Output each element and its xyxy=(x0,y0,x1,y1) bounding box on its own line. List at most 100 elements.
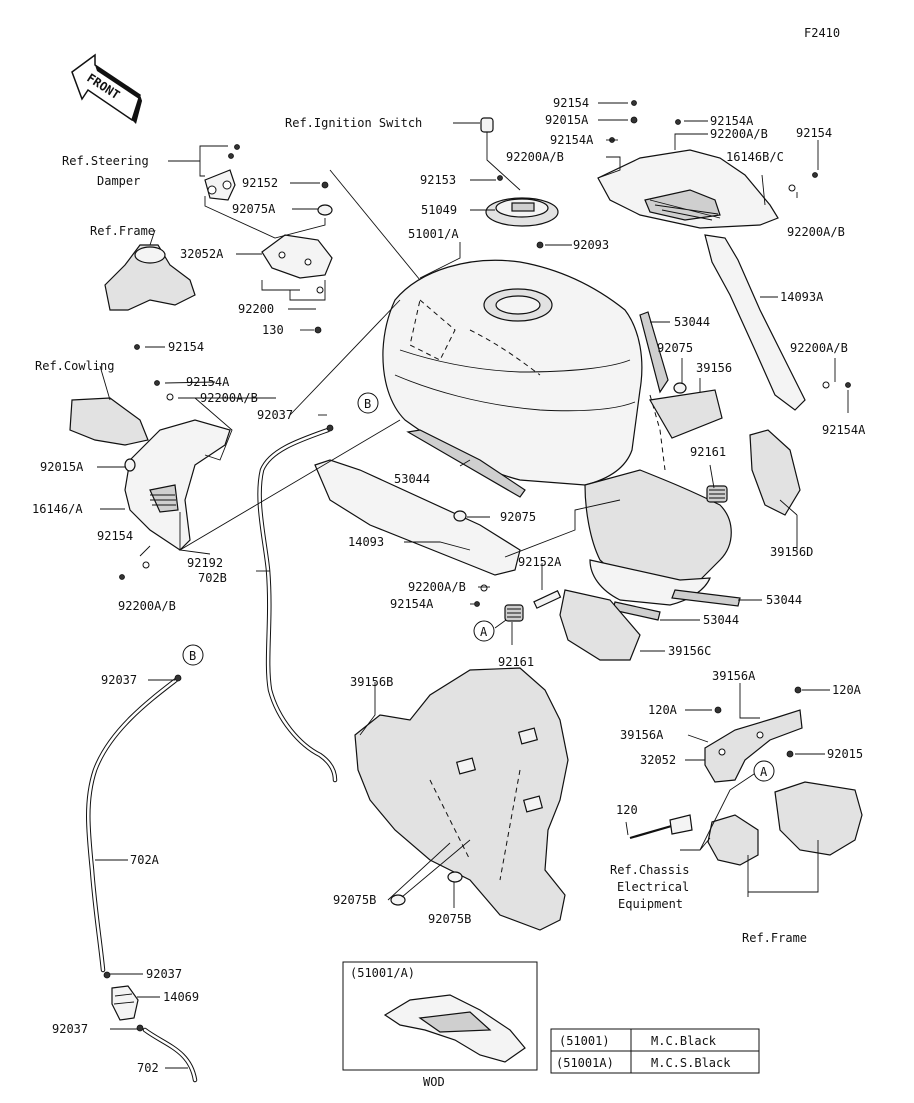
nut-92015A-b xyxy=(124,458,136,472)
svg-text:92192: 92192 xyxy=(187,556,223,570)
svg-text:92152: 92152 xyxy=(242,176,278,190)
color-table-part-1: (51001) xyxy=(559,1034,610,1048)
svg-text:53044: 53044 xyxy=(394,472,430,486)
bolt-92154A-c xyxy=(154,380,160,386)
bolt-92154-b xyxy=(812,172,818,178)
svg-text:702A: 702A xyxy=(130,853,160,867)
bolt-92154A-e xyxy=(474,601,480,607)
svg-text:53044: 53044 xyxy=(703,613,739,627)
figure-id: F2410 xyxy=(804,26,840,40)
bolt-92154A-a xyxy=(675,119,681,125)
svg-text:92153: 92153 xyxy=(420,173,456,187)
svg-text:92152A: 92152A xyxy=(518,555,562,569)
pad-39156D xyxy=(749,429,801,516)
bolt-120 xyxy=(629,823,676,840)
filter-14069 xyxy=(111,985,139,1021)
svg-text:92154: 92154 xyxy=(553,96,589,110)
svg-text:39156B: 39156B xyxy=(350,675,393,689)
clamp-92037-b xyxy=(174,674,182,682)
svg-text:A: A xyxy=(760,765,768,779)
svg-text:A: A xyxy=(480,625,488,639)
pad-39156 xyxy=(649,389,723,439)
svg-text:92075: 92075 xyxy=(500,510,536,524)
svg-text:92037: 92037 xyxy=(146,967,182,981)
svg-text:92154A: 92154A xyxy=(822,423,866,437)
ignition-switch-cylinder xyxy=(480,117,494,133)
clamp-92037-d xyxy=(136,1024,144,1032)
svg-text:32052A: 32052A xyxy=(180,247,224,261)
bolt-92154-a xyxy=(631,100,637,106)
collar-92200AB-a xyxy=(788,184,796,192)
collar-92200AB-e xyxy=(480,584,488,592)
svg-text:39156C: 39156C xyxy=(668,644,711,658)
label-ref-ignition-switch: Ref.Ignition Switch xyxy=(285,116,422,130)
svg-text:92154A: 92154A xyxy=(710,114,754,128)
svg-text:92093: 92093 xyxy=(573,238,609,252)
svg-text:92154A: 92154A xyxy=(550,133,594,147)
color-table-color-2: M.C.S.Black xyxy=(651,1056,731,1070)
frame-top xyxy=(104,244,196,311)
knee-pad-53044-a xyxy=(639,311,669,394)
grommet-92075B-b xyxy=(447,871,463,883)
collar-92200AB-d xyxy=(822,381,830,389)
damper-92161-b xyxy=(504,604,524,622)
svg-text:702B: 702B xyxy=(198,571,227,585)
svg-text:92037: 92037 xyxy=(52,1022,88,1036)
color-table-part-2: (51001A) xyxy=(556,1056,614,1070)
label-ref-frame-bottom: Ref.Frame xyxy=(742,931,807,945)
svg-text:39156D: 39156D xyxy=(770,545,813,559)
svg-text:92200A/B: 92200A/B xyxy=(787,225,845,239)
bracket-32052A xyxy=(261,234,333,279)
label-ref-steering-2: Damper xyxy=(97,174,140,188)
svg-text:120A: 120A xyxy=(648,703,678,717)
insulator-39156B xyxy=(354,667,569,931)
grommet-92075A xyxy=(317,204,333,216)
svg-text:92154: 92154 xyxy=(168,340,204,354)
svg-text:92154A: 92154A xyxy=(186,375,230,389)
damper-92161-a xyxy=(706,485,728,503)
clamp-92037-a xyxy=(326,424,334,432)
front-arrow-icon: FRONT xyxy=(71,53,142,124)
bolt-92093 xyxy=(536,241,544,249)
cowling-16146A xyxy=(124,419,231,551)
cowling-ref xyxy=(69,397,149,446)
svg-text:14093: 14093 xyxy=(348,535,384,549)
label-ref-steering: Ref.Steering xyxy=(62,154,149,168)
label-ref-chassis-3: Equipment xyxy=(618,897,683,911)
spacer-92152A xyxy=(533,589,562,609)
inset-box: (51001/A) WOD xyxy=(342,961,538,1089)
label-ref-chassis-2: Electrical xyxy=(617,880,689,894)
top-cover-16146BC xyxy=(597,149,779,229)
svg-text:B: B xyxy=(189,649,196,663)
callout-A1: A xyxy=(473,620,495,642)
knee-pad-53044-d xyxy=(671,589,741,607)
svg-text:92154A: 92154A xyxy=(390,597,434,611)
svg-text:14093A: 14093A xyxy=(780,290,824,304)
color-table: (51001) M.C.Black (51001A) M.C.S.Black xyxy=(550,1028,760,1074)
label-ref-cowling: Ref.Cowling xyxy=(35,359,114,373)
pad-39156C xyxy=(559,589,641,661)
bolt-92154A-d xyxy=(845,382,851,388)
side-cover-14093 xyxy=(314,459,521,576)
knee-pad-53044-b xyxy=(406,429,526,498)
svg-text:702: 702 xyxy=(137,1061,159,1075)
svg-text:92037: 92037 xyxy=(257,408,293,422)
svg-text:92200A/B: 92200A/B xyxy=(200,391,258,405)
grommet-92075-b xyxy=(453,510,467,522)
bolt-92152 xyxy=(321,181,329,189)
svg-text:130: 130 xyxy=(262,323,284,337)
hose-702A xyxy=(86,677,179,973)
callout-A2: A xyxy=(753,760,775,782)
svg-text:92200A/B: 92200A/B xyxy=(408,580,466,594)
bolt-92153 xyxy=(497,175,503,181)
grommet-92075-a xyxy=(673,382,687,394)
color-table-color-1: M.C.Black xyxy=(651,1034,717,1048)
bolt-120A-b xyxy=(794,686,802,694)
svg-text:120: 120 xyxy=(616,803,638,817)
label-ref-chassis: Ref.Chassis xyxy=(610,863,689,877)
inset-title: (51001/A) xyxy=(350,966,415,980)
svg-text:92075B: 92075B xyxy=(428,912,471,926)
nut-92015 xyxy=(786,750,794,758)
svg-text:92154: 92154 xyxy=(796,126,832,140)
collar-92200AB-c xyxy=(142,561,150,569)
